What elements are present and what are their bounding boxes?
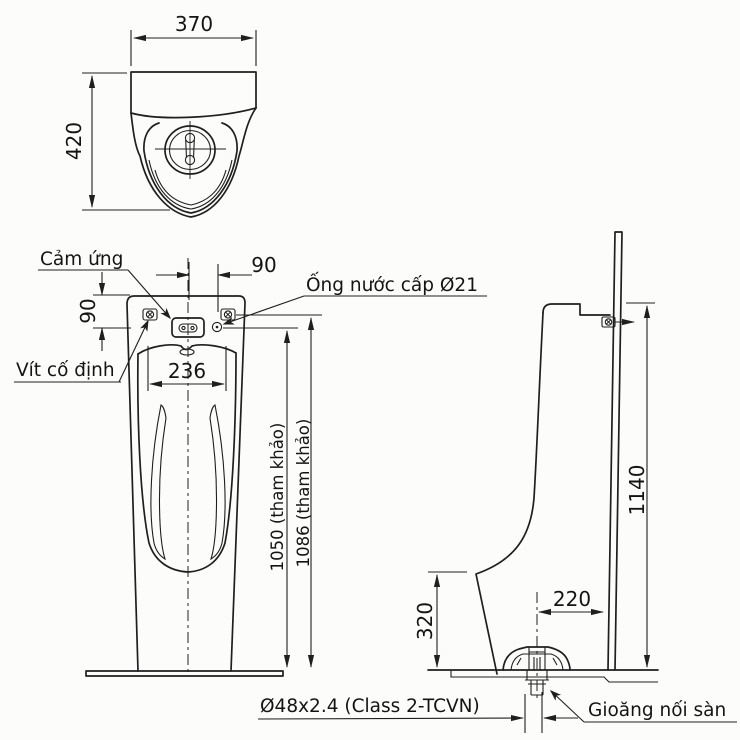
fixing-screw-left-icon — [142, 308, 158, 321]
front-body-outline — [126, 295, 246, 672]
dim-420: 420 — [62, 72, 170, 211]
front-bowl-lip — [179, 348, 195, 356]
front-view: 90 90 236 1050 (tham khảo) 1086 (tham k — [14, 249, 487, 677]
side-supply-pipe — [607, 231, 623, 671]
dim-370-label: 370 — [175, 12, 213, 36]
dim-370: 370 — [130, 12, 257, 66]
top-view-shield-arc2 — [148, 159, 233, 210]
sensor-label: Cảm ứng — [40, 249, 123, 270]
side-body-top — [542, 303, 611, 316]
screw-label: Vít cố định — [16, 360, 115, 381]
dim-220: 220 — [538, 587, 604, 616]
gasket-label: Gioăng nối sàn — [588, 700, 726, 721]
front-bowl-right — [187, 352, 237, 573]
side-base-lines — [450, 670, 658, 683]
dim-1140: 1140 — [625, 302, 655, 668]
top-view-shield-arc1 — [143, 122, 238, 214]
dim-320: 320 — [413, 571, 467, 668]
dim-90-horizontal: 90 — [156, 253, 277, 312]
top-view: 370 420 — [62, 12, 257, 218]
side-body-front — [475, 312, 544, 675]
front-bowl-crescent-left — [150, 404, 167, 561]
supply-label: Ống nước cấp Ø21 — [306, 272, 478, 296]
sensor-icon — [171, 317, 205, 338]
gasket-callout: Gioăng nối sàn — [549, 689, 737, 723]
sensor-callout: Cảm ứng — [38, 249, 171, 320]
top-view-tank-outline — [130, 71, 257, 119]
supply-callout: Ống nước cấp Ø21 — [222, 272, 487, 325]
side-view: 320 220 1140 — [413, 231, 659, 702]
dim-90-horizontal-label: 90 — [251, 253, 276, 277]
front-base-plinth — [85, 670, 284, 677]
dim-1050: 1050 (tham khảo) — [223, 327, 298, 668]
fixing-screw-right-icon — [220, 308, 236, 321]
supply-hole-icon — [211, 321, 223, 333]
drain-spec-callout: Ø48x2.4 (Class 2-TCVN) — [257, 696, 578, 722]
dim-1140-label: 1140 — [625, 465, 649, 516]
dim-1086-label: 1086 (tham khảo) — [294, 419, 313, 568]
drain-spec-label: Ø48x2.4 (Class 2-TCVN) — [260, 696, 480, 717]
screw-callout: Vít cố định — [14, 319, 149, 383]
front-bowl-left — [136, 353, 189, 573]
dim-320-label: 320 — [413, 602, 437, 640]
dim-236-label: 236 — [168, 359, 206, 383]
top-view-spout — [184, 132, 196, 166]
front-bowl-crescent-right — [209, 404, 226, 561]
pipe-clamp-screw-icon — [601, 316, 635, 328]
dim-90-vertical: 90 — [76, 272, 131, 351]
dim-220-label: 220 — [553, 587, 591, 611]
dim-1050-label: 1050 (tham khảo) — [268, 423, 287, 572]
dim-90-vertical-label: 90 — [76, 298, 100, 323]
dim-420-label: 420 — [62, 122, 86, 160]
bottom-annotations: Ø48x2.4 (Class 2-TCVN) Gioăng nối sàn — [257, 689, 737, 733]
dim-236: 236 — [147, 346, 227, 391]
top-view-shield-outer — [130, 107, 257, 218]
top-view-shield-arc3 — [154, 169, 227, 206]
